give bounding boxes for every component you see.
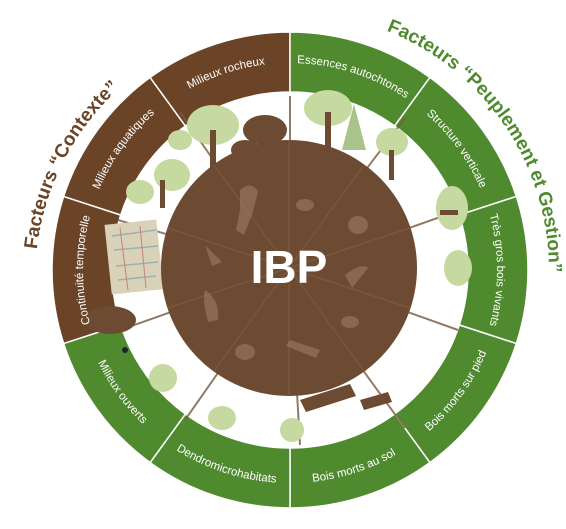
tree-canopies: [126, 90, 472, 442]
organism-icons: [204, 185, 368, 360]
flower-icon: [345, 266, 368, 288]
fallen-log-2: [360, 392, 392, 410]
center-sector-lines: [167, 140, 411, 396]
beetle-icon: [296, 199, 314, 211]
sun-icon: [122, 347, 128, 353]
snail-icon: [348, 216, 368, 234]
lizard-icon: [205, 245, 222, 266]
bird-icon: [236, 185, 258, 235]
fallen-log: [300, 384, 356, 412]
conifer-tree: [342, 104, 366, 150]
root-mound: [84, 306, 136, 334]
spider-icon: [235, 344, 255, 360]
factor-ring: [51, 31, 529, 509]
ring-segment: [62, 324, 187, 464]
historic-map: [104, 219, 164, 295]
center-label: IBP: [251, 241, 328, 293]
tree-trunks: [160, 112, 458, 215]
bat-icon: [204, 290, 219, 322]
mushroom-icon: [341, 316, 359, 328]
insect-icon: [286, 340, 320, 358]
